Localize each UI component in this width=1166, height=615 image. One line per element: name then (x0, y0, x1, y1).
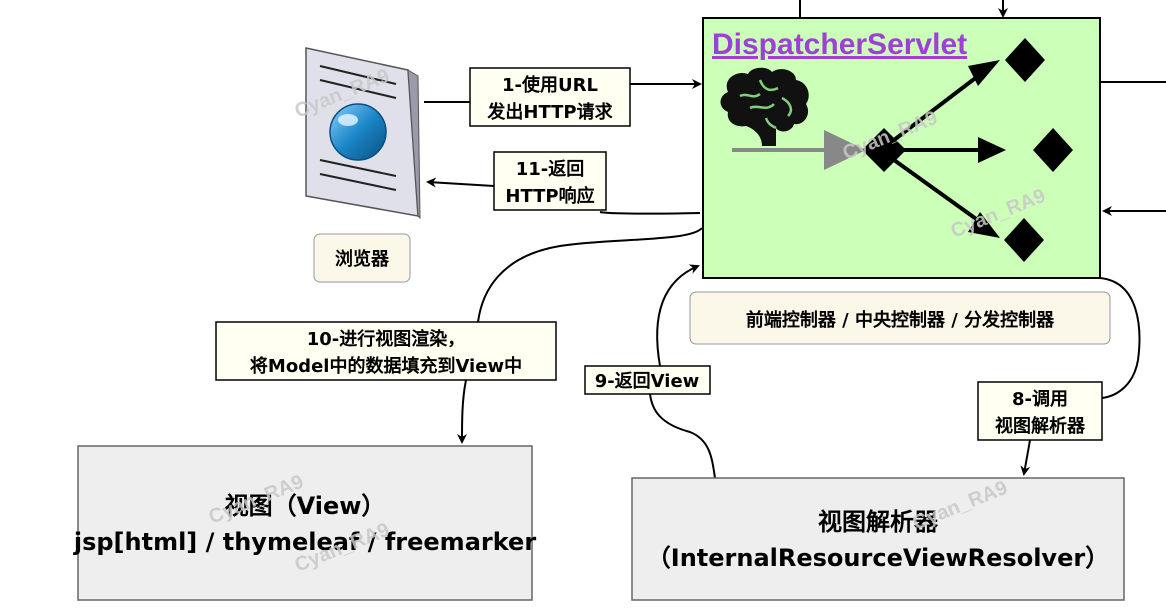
response-line-right (599, 211, 701, 215)
browser-document-icon (305, 47, 421, 220)
invoke-label-line1: 8-调用 (1012, 389, 1068, 410)
browser-label-box (313, 233, 411, 283)
return-view-arrow (656, 264, 700, 367)
render-arrow (457, 379, 468, 444)
render-label-line1: 10-进行视图渲染， (307, 328, 466, 350)
response-label-line1: 11-返回 (516, 159, 585, 180)
return-view-line-bottom (649, 393, 716, 479)
dispatcher-caption-box (689, 291, 1111, 345)
handler-diamond-bottom (1004, 218, 1044, 262)
fan-arrow-up-shaft (892, 68, 988, 142)
view-resolver-box (631, 477, 1125, 601)
view-resolver-title: 视图解析器 (818, 508, 939, 536)
handler-diamond-top (1005, 38, 1045, 82)
return-view-label: 9-返回View (595, 371, 700, 392)
dispatcher-caption: 前端控制器 / 中央控制器 / 分发控制器 (746, 309, 1055, 331)
response-label-line2: HTTP响应 (505, 185, 594, 207)
fan-arrow-down-shaft (892, 158, 988, 228)
response-label-box (493, 151, 607, 211)
gray-arrow-head (824, 130, 866, 170)
view-box (77, 445, 533, 601)
invoke-line-top (1099, 277, 1141, 399)
request-label-line1: 1-使用URL (502, 75, 598, 96)
view-box-title: 视图（View） (225, 492, 386, 520)
view-box-technologies: jsp[html] / thymeleaf / freemarker (73, 528, 536, 556)
request-label-line2: 发出HTTP请求 (486, 101, 613, 123)
globe-icon (329, 103, 387, 161)
browser-label: 浏览器 (335, 248, 390, 270)
fan-arrow-down-head (968, 212, 1000, 238)
fan-arrow-right-head (978, 137, 1006, 163)
render-line-top (477, 227, 703, 323)
render-label-box (215, 321, 557, 381)
invoke-arrow (1020, 439, 1031, 476)
fan-arrow-up-head (968, 60, 1000, 86)
dispatcher-servlet-title: DispatcherServlet (712, 28, 967, 61)
request-label-box (469, 67, 631, 127)
view-resolver-class: （InternalResourceViewResolver） (647, 544, 1109, 572)
invoke-label-line2: 视图解析器 (995, 415, 1086, 437)
return-view-label-box (584, 365, 711, 395)
render-label-line2: 将Model中的数据填充到View中 (250, 355, 522, 377)
response-arrow (426, 177, 495, 188)
brain-icon (720, 67, 809, 146)
invoke-label-box (977, 381, 1103, 441)
handler-diamond-middle (1033, 128, 1073, 172)
